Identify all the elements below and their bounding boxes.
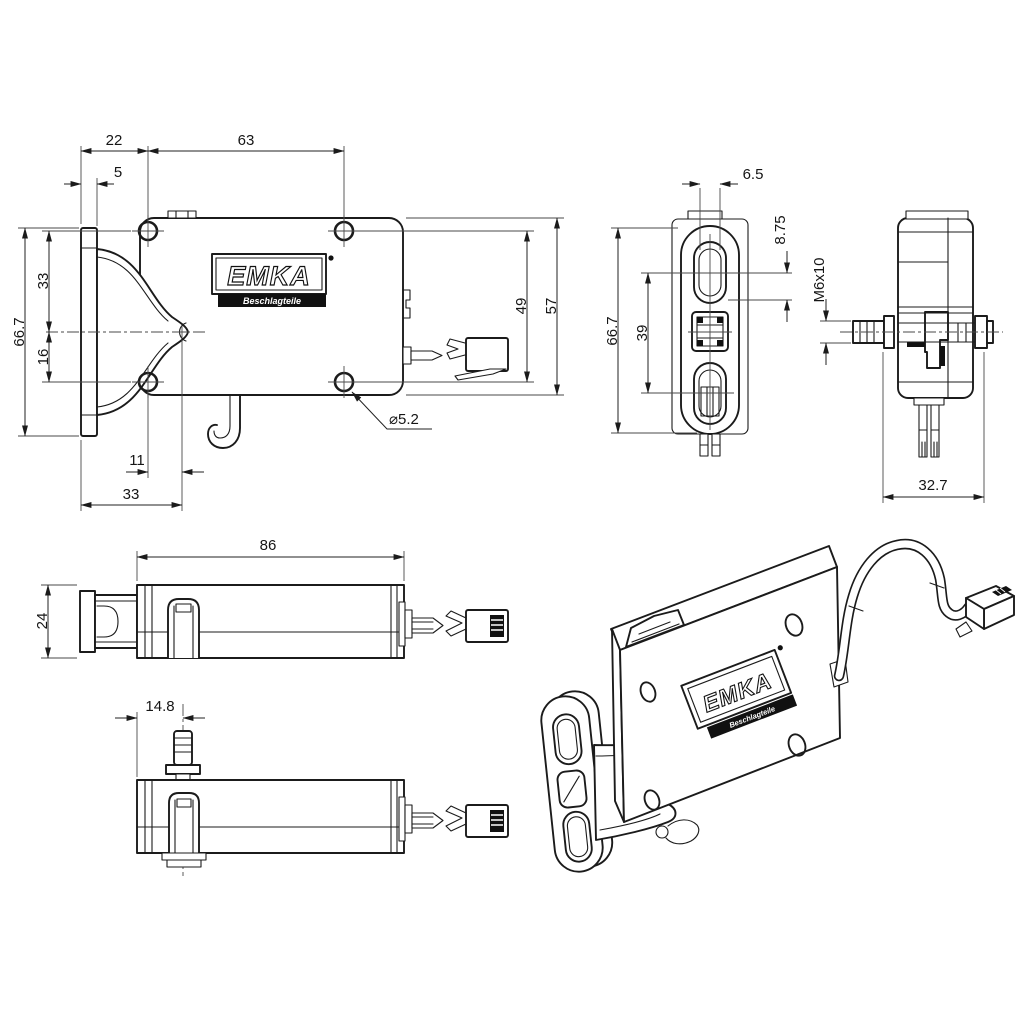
registered-mark-icon [777, 645, 783, 651]
bottom-plug [445, 804, 509, 838]
actuator-pin [402, 346, 443, 365]
screw-hole [328, 366, 360, 398]
front-view: EMKA Beschlagteile 22 63 [11, 132, 564, 511]
cable-plug [446, 337, 509, 381]
logo-text: EMKA [227, 261, 311, 291]
latch-mechanism [907, 311, 949, 369]
keeper-prongs [699, 433, 721, 457]
dim-label-6-5: 6.5 [743, 166, 764, 183]
keeper-side-view: 6.5 8.75 66.7 39 [604, 166, 792, 457]
iso-rj-connector [955, 585, 1015, 638]
dim-label-32-7: 32.7 [918, 477, 947, 494]
side-panel-lines [897, 217, 974, 399]
dim-label-dia-5-2: ⌀5.2 [389, 411, 419, 428]
top-body-lines [136, 584, 405, 659]
body-side-view: M6x10 32.7 [811, 210, 1003, 503]
iso-screw-hole [643, 789, 661, 811]
top-bracket [94, 594, 138, 649]
keeper-dimensions: 6.5 8.75 66.7 39 [604, 166, 792, 434]
dim-label-8-75: 8.75 [772, 215, 789, 244]
side-body [897, 217, 974, 399]
screw-hole [132, 215, 164, 247]
top-clip [167, 598, 200, 659]
bottom-view: 14.8 [115, 698, 509, 876]
dim-label-11: 11 [129, 452, 145, 469]
top-plate-edge [79, 590, 96, 653]
dim-label-16: 16 [35, 349, 52, 366]
keeper-cap [687, 210, 723, 220]
iso-cable [833, 538, 980, 682]
top-dimensions: 86 24 [34, 537, 405, 659]
top-pin [398, 601, 444, 647]
dim-label-22: 22 [106, 132, 123, 149]
iso-screw-hole [787, 733, 807, 757]
dim-label-33b: 33 [123, 486, 140, 503]
iso-screw-hole [639, 681, 657, 703]
dim-label-63: 63 [238, 132, 255, 149]
top-plug [445, 609, 509, 643]
dim-label-24: 24 [34, 613, 51, 630]
bottom-clip [161, 792, 207, 868]
isometric-view: EMKA Beschlagteile [540, 538, 1015, 873]
bottom-body-lines [136, 779, 405, 854]
dim-label-33: 33 [35, 273, 52, 290]
side-lip [905, 210, 969, 220]
dim-label-49: 49 [513, 298, 530, 315]
emka-logo: EMKA Beschlagteile [211, 253, 334, 307]
iso-screw-hole [784, 613, 804, 637]
side-prongs [913, 397, 945, 458]
bottom-pin [398, 796, 444, 842]
dim-label-14-8: 14.8 [145, 698, 174, 715]
dim-label-5: 5 [114, 164, 122, 181]
logo-subtext: Beschlagteile [243, 296, 301, 306]
registered-mark-icon [328, 255, 334, 261]
dim-label-39: 39 [634, 325, 651, 342]
hook-lever [207, 395, 241, 449]
iso-latch-pin [655, 819, 700, 845]
slot-centerlines [686, 234, 734, 430]
side-dimensions: M6x10 32.7 [811, 257, 985, 503]
bottom-stud [165, 730, 201, 781]
bottom-dimensions: 14.8 [115, 698, 205, 777]
front-dimensions: 22 63 5 66.7 33 16 49 57 11 33 ⌀5.2 [11, 132, 564, 511]
iso-slider-tab [625, 609, 685, 648]
dim-label-66-7: 66.7 [11, 317, 28, 346]
dim-label-66-7b: 66.7 [604, 316, 621, 345]
screw-holes [132, 215, 360, 398]
top-view: 86 24 [34, 537, 509, 659]
dim-label-57: 57 [543, 298, 560, 315]
dim-label-86: 86 [260, 537, 277, 554]
dim-label-m6x10: M6x10 [811, 257, 828, 302]
